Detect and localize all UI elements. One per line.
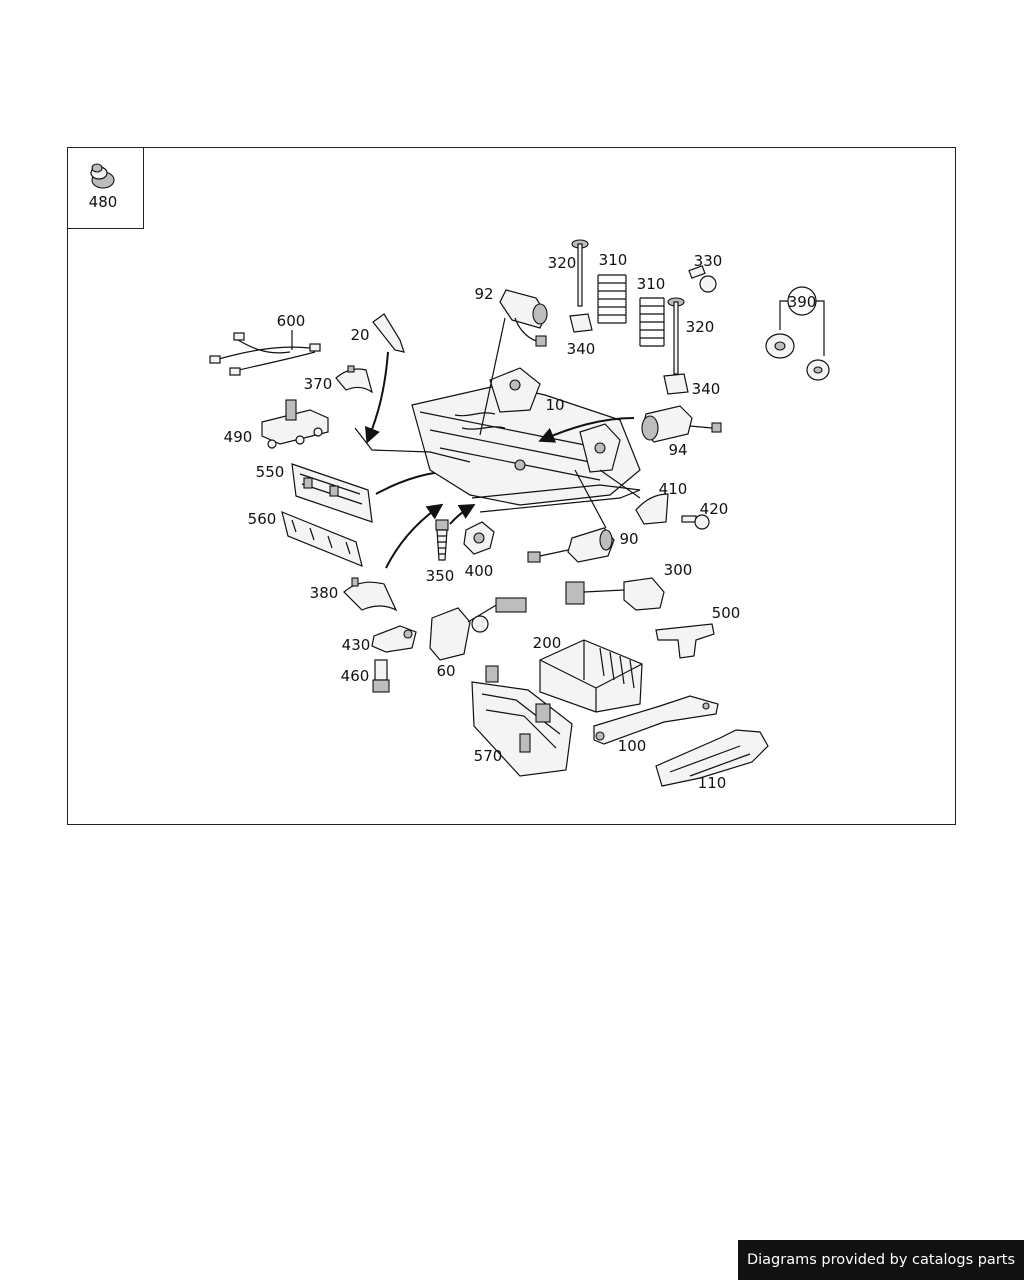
- callout-340-left[interactable]: 340: [567, 340, 596, 358]
- part-340-clip-right: [663, 373, 689, 395]
- callout-20[interactable]: 20: [350, 326, 369, 344]
- part-550-housing: [291, 463, 373, 523]
- callout-460[interactable]: 460: [341, 667, 370, 685]
- part-94-motor: [641, 405, 722, 443]
- part-420-screw: [681, 514, 710, 530]
- callout-340-right[interactable]: 340: [692, 380, 721, 398]
- callout-550[interactable]: 550: [256, 463, 285, 481]
- callout-200[interactable]: 200: [533, 634, 562, 652]
- part-200-control-unit: [539, 639, 643, 713]
- part-390-washer: [765, 333, 795, 359]
- callout-310-right[interactable]: 310: [637, 275, 666, 293]
- callout-600[interactable]: 600: [277, 312, 306, 330]
- part-570-switch-block: [471, 665, 573, 777]
- part-60-switch: [429, 597, 527, 661]
- part-560-cover: [281, 511, 363, 567]
- part-430-clip: [371, 625, 417, 653]
- callout-410[interactable]: 410: [659, 480, 688, 498]
- part-340-clip-left: [569, 313, 593, 333]
- part-410-cover: [635, 493, 669, 525]
- callout-90[interactable]: 90: [619, 530, 638, 548]
- part-330-bolt: [688, 265, 717, 293]
- callout-430[interactable]: 430: [342, 636, 371, 654]
- part-300-switch: [565, 577, 665, 611]
- callout-420[interactable]: 420: [700, 500, 729, 518]
- part-600-harness: [209, 332, 321, 376]
- part-370-bracket: [335, 365, 374, 394]
- footer-banner: Diagrams provided by catalogs parts: [738, 1240, 1024, 1280]
- callout-10[interactable]: 10: [545, 396, 564, 414]
- part-350-screw: [435, 519, 449, 561]
- callout-60[interactable]: 60: [436, 662, 455, 680]
- callout-390[interactable]: 390: [788, 293, 817, 311]
- part-400-knob: [463, 521, 495, 555]
- callout-380[interactable]: 380: [310, 584, 339, 602]
- callout-350[interactable]: 350: [426, 567, 455, 585]
- callout-310-left[interactable]: 310: [599, 251, 628, 269]
- part-380-bracket: [343, 577, 398, 612]
- callout-480[interactable]: 480: [89, 193, 118, 211]
- part-90-motor: [527, 527, 615, 563]
- part-480-grommet: [90, 163, 115, 189]
- part-390-nut: [806, 359, 830, 381]
- part-110-rail-cover: [655, 729, 769, 787]
- callout-94[interactable]: 94: [668, 441, 687, 459]
- callout-330[interactable]: 330: [694, 252, 723, 270]
- part-320-spindle-right: [667, 297, 685, 375]
- callout-370[interactable]: 370: [304, 375, 333, 393]
- part-310-spring-right: [639, 297, 665, 347]
- diagram-frame: [67, 147, 956, 825]
- callout-560[interactable]: 560: [248, 510, 277, 528]
- callout-320-left[interactable]: 320: [548, 254, 577, 272]
- inset-box: [67, 147, 144, 229]
- part-10-seat-frame: [354, 367, 641, 513]
- callout-92[interactable]: 92: [474, 285, 493, 303]
- callout-100[interactable]: 100: [618, 737, 647, 755]
- part-100-rail: [593, 695, 719, 745]
- part-92-motor: [499, 289, 548, 347]
- callout-490[interactable]: 490: [224, 428, 253, 446]
- callout-300[interactable]: 300: [664, 561, 693, 579]
- part-490-switch: [261, 399, 329, 449]
- callout-500[interactable]: 500: [712, 604, 741, 622]
- part-320-spindle-left: [571, 239, 589, 307]
- callout-400[interactable]: 400: [465, 562, 494, 580]
- part-500-bracket: [655, 623, 715, 659]
- parts-diagram: 480 600 20 370 490 550: [89, 163, 830, 792]
- callout-110[interactable]: 110: [698, 774, 727, 792]
- part-310-spring-left: [597, 274, 627, 324]
- callout-320-right[interactable]: 320: [686, 318, 715, 336]
- part-460-pin: [372, 659, 390, 693]
- part-20-lever: [372, 313, 405, 353]
- callout-570[interactable]: 570: [474, 747, 503, 765]
